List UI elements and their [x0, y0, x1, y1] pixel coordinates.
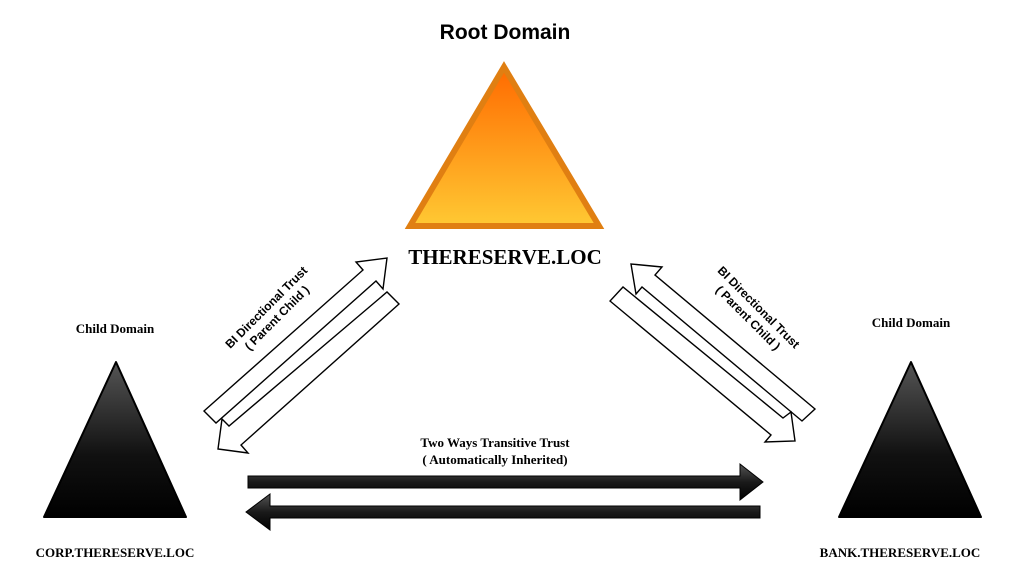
bank-domain-triangle [838, 361, 982, 518]
left-trust-arrow-down [217, 291, 401, 454]
horizontal-trust-arrow-left [245, 493, 761, 531]
horizontal-trust-arrow-right [247, 462, 764, 502]
horizontal-trust-label-line2: ( Automatically Inherited) [422, 452, 568, 467]
root-domain-name: THERESERVE.LOC [408, 245, 602, 269]
horizontal-trust-label: Two Ways Transitive Trust ( Automaticall… [375, 434, 615, 468]
left-trust-arrow-up [202, 257, 388, 424]
corp-domain-name: CORP.THERESERVE.LOC [35, 545, 195, 560]
horizontal-trust-label-line1: Two Ways Transitive Trust [420, 435, 570, 450]
bank-child-domain-label: Child Domain [871, 315, 951, 330]
right-trust-arrow-down [608, 286, 796, 443]
corp-domain-triangle [43, 361, 187, 518]
right-trust-arrow-up [630, 263, 817, 422]
root-domain-triangle [404, 61, 605, 229]
corp-child-domain-label: Child Domain [75, 321, 155, 336]
root-domain-title: Root Domain [439, 21, 571, 44]
bank-domain-name: BANK.THERESERVE.LOC [819, 545, 981, 560]
